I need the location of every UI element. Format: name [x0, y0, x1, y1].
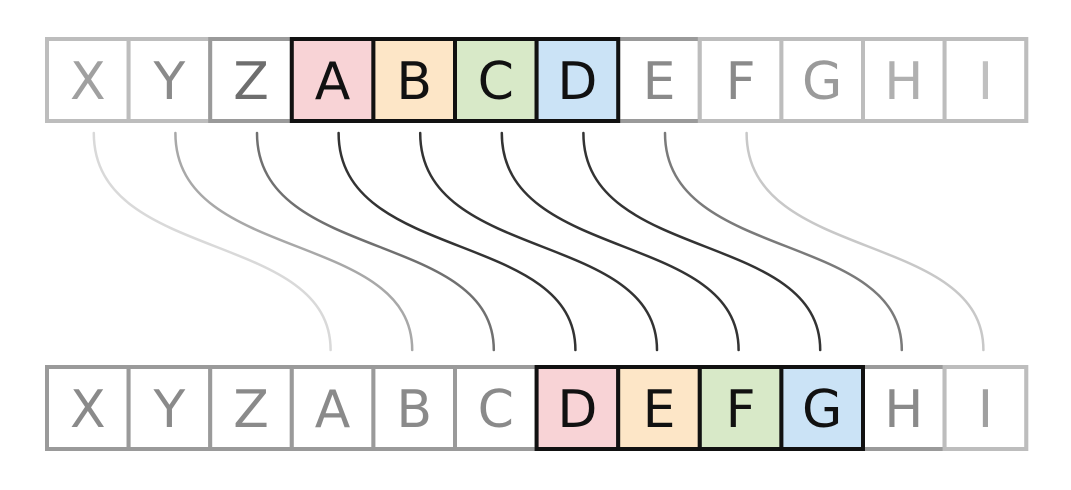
bottom-cell-box — [697, 365, 784, 451]
bottom-cell-g: G — [779, 365, 866, 451]
top-cell-h: H — [861, 37, 947, 123]
top-cell-b: B — [371, 37, 457, 123]
bottom-cell-box — [126, 365, 213, 451]
top-cell-letter: G — [802, 52, 842, 112]
connector-x-to-a — [92, 131, 332, 352]
top-cell-box — [45, 37, 131, 123]
top-cell-d: D — [534, 37, 621, 123]
top-cell-box — [779, 37, 866, 123]
bottom-cell-e: E — [616, 365, 702, 451]
top-cell-letter: Z — [233, 52, 269, 112]
top-cell-box — [534, 37, 621, 123]
top-cell-i: I — [942, 37, 1029, 123]
top-cell-letter: A — [315, 52, 351, 112]
connector-a-to-d — [337, 131, 577, 352]
bottom-cell-box — [779, 365, 866, 451]
top-cell-c: C — [453, 37, 539, 123]
bottom-cell-letter: E — [643, 380, 676, 440]
top-cell-box — [126, 37, 213, 123]
top-cell-box — [942, 37, 1029, 123]
top-cell-e: E — [616, 37, 702, 123]
bottom-cell-c: C — [453, 365, 539, 451]
connector-e-to-h — [663, 131, 904, 352]
top-cell-letter: Y — [153, 52, 186, 112]
bottom-cell-letter: I — [978, 380, 993, 440]
bottom-cell-letter: F — [726, 380, 756, 440]
connector-d-to-g — [582, 131, 822, 352]
top-cell-x: X — [45, 37, 131, 123]
top-cell-box — [289, 37, 376, 123]
bottom-cell-z: Z — [208, 365, 294, 451]
connector-b-to-e — [418, 131, 659, 352]
bottom-cell-box — [534, 365, 621, 451]
bottom-cell-d: D — [534, 365, 621, 451]
bottom-cell-letter: H — [884, 380, 923, 440]
bottom-cell-h: H — [861, 365, 947, 451]
top-cell-box — [616, 37, 702, 123]
top-cell-letter: H — [884, 52, 923, 112]
bottom-cell-x: X — [45, 365, 131, 451]
top-cell-y: Y — [126, 37, 213, 123]
bottom-cell-letter: G — [802, 380, 842, 440]
bottom-cell-letter: Z — [233, 380, 269, 440]
top-cell-a: A — [289, 37, 376, 123]
bottom-cell-letter: B — [396, 380, 432, 440]
top-cell-letter: X — [70, 52, 106, 112]
bottom-cell-box — [453, 365, 539, 451]
top-cell-g: G — [779, 37, 866, 123]
bottom-cell-box — [371, 365, 457, 451]
top-cell-letter: B — [396, 52, 432, 112]
bottom-cell-box — [208, 365, 294, 451]
top-cell-letter: F — [726, 52, 756, 112]
bottom-cell-letter: A — [315, 380, 351, 440]
connector-y-to-b — [174, 131, 414, 352]
bottom-cell-letter: Y — [153, 380, 186, 440]
bottom-cell-letter: X — [70, 380, 106, 440]
bottom-cell-letter: C — [478, 380, 514, 440]
connector-z-to-c — [255, 131, 496, 352]
top-cell-f: F — [697, 37, 784, 123]
top-cell-letter: D — [557, 52, 597, 112]
bottom-cell-b: B — [371, 365, 457, 451]
top-cell-letter: E — [643, 52, 676, 112]
bottom-cell-f: F — [697, 365, 784, 451]
bottom-cell-i: I — [942, 365, 1029, 451]
mapping-connectors — [92, 131, 985, 352]
bottom-cell-y: Y — [126, 365, 213, 451]
top-cell-z: Z — [208, 37, 294, 123]
top-cell-letter: C — [478, 52, 514, 112]
bottom-cell-letter: D — [557, 380, 597, 440]
top-cell-letter: I — [978, 52, 993, 112]
top-cell-box — [453, 37, 539, 123]
bottom-cell-box — [942, 365, 1029, 451]
bottom-cell-a: A — [289, 365, 376, 451]
connector-f-to-i — [745, 131, 985, 352]
connector-c-to-f — [500, 131, 740, 352]
top-cell-box — [861, 37, 947, 123]
